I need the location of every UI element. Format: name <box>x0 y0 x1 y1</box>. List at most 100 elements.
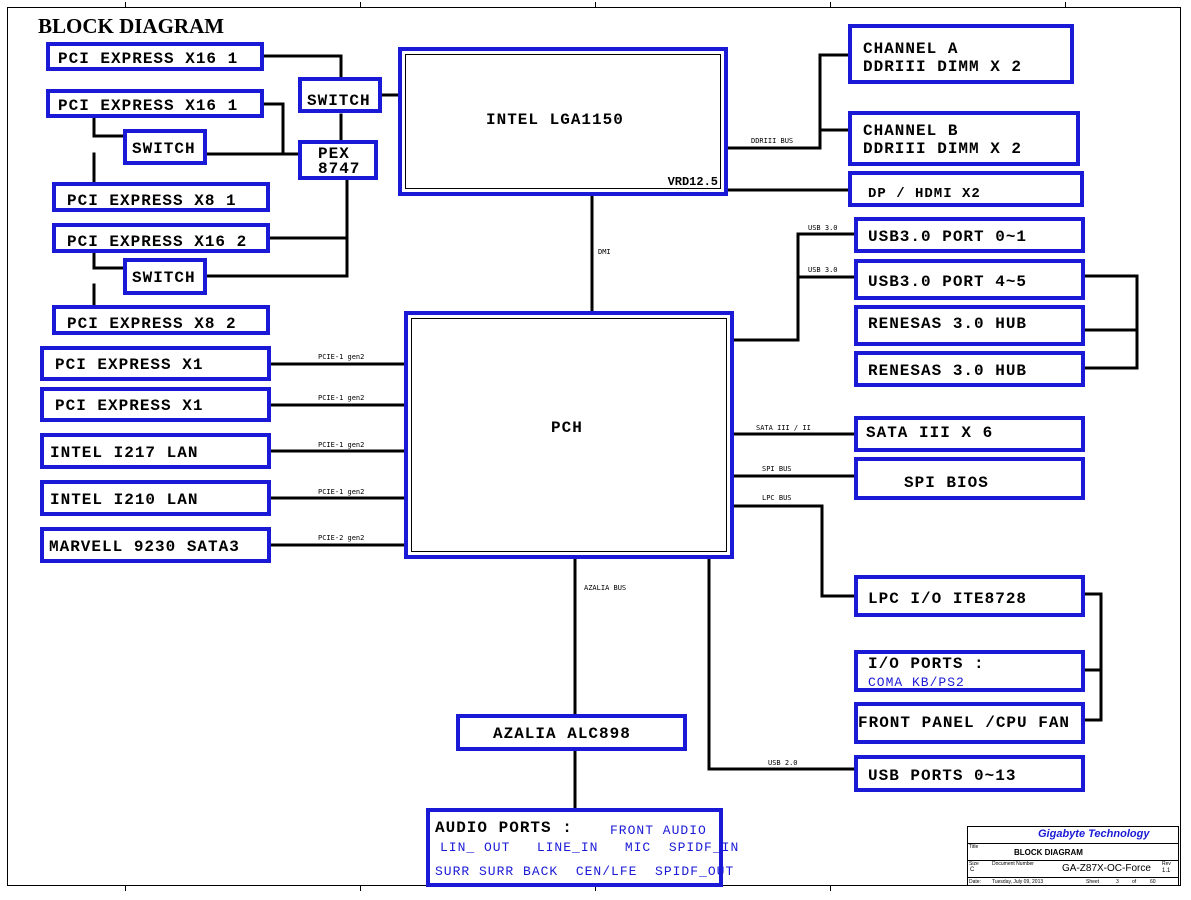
azalia-codec-label: AZALIA ALC898 <box>493 725 631 743</box>
sata-label: SATA III X 6 <box>866 424 994 442</box>
title-key: Title <box>969 844 979 850</box>
frame-tick <box>360 886 361 891</box>
pcie-x16-1a-box: PCI EXPRESS X16 1 <box>46 42 264 71</box>
title-row-divider <box>968 877 1178 878</box>
channel-b-line2: DDRIII DIMM X 2 <box>863 140 1023 158</box>
pch-block: PCH <box>404 311 734 559</box>
dp-hdmi-box: DP / HDMI X2 <box>848 171 1084 207</box>
intel-i210-lan-box: INTEL I210 LAN <box>40 480 271 516</box>
io-ports-box: I/O PORTS : COMA KB/PS2 <box>854 650 1085 692</box>
pcie-bus-label: PCIE-1 gen2 <box>318 394 365 402</box>
pcie-bus-label: PCIE-1 gen2 <box>318 488 365 496</box>
renesas-hub-1-label: RENESAS 3.0 HUB <box>868 315 1028 333</box>
channel-b-line1: CHANNEL B <box>863 122 959 140</box>
pcie-bus-label: PCIE-1 gen2 <box>318 441 365 449</box>
usb2-bus-label: USB 2.0 <box>768 759 798 767</box>
rev-key: Rev <box>1162 861 1171 867</box>
channel-a-line2: DDRIII DIMM X 2 <box>863 58 1023 76</box>
pcie-x1-a-label: PCI EXPRESS X1 <box>55 356 204 374</box>
channel-a-line1: CHANNEL A <box>863 40 959 58</box>
frame-tick <box>595 886 596 891</box>
sata-box: SATA III X 6 <box>854 416 1085 452</box>
pcie-x8-2-box: PCI EXPRESS X8 2 <box>52 305 270 335</box>
switch-bottom-label: SWITCH <box>132 269 196 287</box>
pcie-x8-1-label: PCI EXPRESS X8 1 <box>67 192 237 210</box>
renesas-hub-2-box: RENESAS 3.0 HUB <box>854 351 1085 387</box>
renesas-hub-2-label: RENESAS 3.0 HUB <box>868 362 1028 380</box>
io-ports-sub-label: COMA KB/PS2 <box>868 675 965 690</box>
doc-value: GA-Z87X-OC-Force <box>1062 863 1151 874</box>
usb3-port-4-5-box: USB3.0 PORT 4~5 <box>854 259 1085 300</box>
pcie-x16-1b-label: PCI EXPRESS X16 1 <box>58 97 239 115</box>
frame-tick <box>125 2 126 7</box>
pcie-x1-a-box: PCI EXPRESS X1 <box>40 346 271 381</box>
usb3-port-0-1-box: USB3.0 PORT 0~1 <box>854 217 1085 253</box>
title-block: Gigabyte Technology Title BLOCK DIAGRAM … <box>967 826 1179 886</box>
usb2-ports-label: USB PORTS 0~13 <box>868 767 1017 785</box>
marvell-9230-label: MARVELL 9230 SATA3 <box>49 538 240 556</box>
frame-tick <box>360 2 361 7</box>
usb3-port-0-1-label: USB3.0 PORT 0~1 <box>868 228 1028 246</box>
frame-tick <box>830 2 831 7</box>
usb2-ports-box: USB PORTS 0~13 <box>854 755 1085 792</box>
audio-ports-box: AUDIO PORTS : FRONT AUDIO LIN_ OUT LINE_… <box>426 808 738 887</box>
spi-bios-label: SPI BIOS <box>904 474 989 492</box>
pex-line2: 8747 <box>318 160 361 178</box>
sheet-value: 3 <box>1116 879 1119 885</box>
azalia-bus-label: AZALIA BUS <box>584 584 627 592</box>
rev-value: 1.1 <box>1162 868 1171 874</box>
lpc-bus-label: LPC BUS <box>762 494 792 502</box>
frame-tick <box>125 886 126 891</box>
date-key: Date: <box>969 879 981 885</box>
io-ports-label: I/O PORTS : <box>868 655 985 673</box>
title-row-divider <box>968 843 1178 844</box>
cpu-name: INTEL LGA1150 <box>486 111 624 129</box>
switch-top-box: SWITCH <box>298 77 382 113</box>
switch-mid-box: SWITCH <box>123 129 207 165</box>
size-value: C <box>970 867 975 873</box>
audio-ports-title: AUDIO PORTS : <box>435 819 573 837</box>
pcie-x16-1a-label: PCI EXPRESS X16 1 <box>58 50 239 68</box>
marvell-9230-box: MARVELL 9230 SATA3 <box>40 527 271 563</box>
frame-tick <box>1065 2 1066 7</box>
usb3-port-4-5-label: USB3.0 PORT 4~5 <box>868 273 1028 291</box>
pex-8747-box: PEX 8747 <box>298 140 378 180</box>
pcie-x1-b-box: PCI EXPRESS X1 <box>40 387 271 422</box>
pcie-x1-b-label: PCI EXPRESS X1 <box>55 397 204 415</box>
spi-bus-label: SPI BUS <box>762 465 792 473</box>
pcie-bus-label: PCIE-1 gen2 <box>318 353 365 361</box>
azalia-codec-box: AZALIA ALC898 <box>456 714 687 751</box>
front-panel-box: FRONT PANEL /CPU FAN <box>854 702 1085 744</box>
pch-inner-frame <box>411 318 727 552</box>
cpu-block: INTEL LGA1150 VRD12.5 <box>398 47 728 196</box>
channel-b-box: CHANNEL B DDRIII DIMM X 2 <box>848 111 1080 166</box>
audio-row3-label: SURR SURR BACK CEN/LFE SPIDF_OUT <box>435 864 735 879</box>
frame-tick <box>830 886 831 891</box>
frame-tick <box>595 2 596 7</box>
front-panel-label: FRONT PANEL /CPU FAN <box>858 714 1071 732</box>
intel-i217-lan-label: INTEL I217 LAN <box>50 444 199 462</box>
dp-hdmi-label: DP / HDMI X2 <box>868 186 981 202</box>
lpc-io-box: LPC I/O ITE8728 <box>854 575 1085 617</box>
title-value: BLOCK DIAGRAM <box>1014 848 1083 857</box>
size-key: Size <box>969 861 979 867</box>
pcie-bus-label: PCIE-2 gen2 <box>318 534 365 542</box>
sheet-total: 60 <box>1150 879 1156 885</box>
pcie-x16-2-label: PCI EXPRESS X16 2 <box>67 233 248 251</box>
sheet-key: Sheet <box>1086 879 1100 885</box>
pcie-x8-1-box: PCI EXPRESS X8 1 <box>52 182 270 212</box>
audio-row2-label: LIN_ OUT LINE_IN MIC SPIDF_IN <box>440 840 740 855</box>
pch-name: PCH <box>551 419 583 437</box>
pcie-x16-1b-box: PCI EXPRESS X16 1 <box>46 89 264 118</box>
renesas-hub-1-box: RENESAS 3.0 HUB <box>854 305 1085 346</box>
cpu-inner-frame <box>405 54 721 189</box>
date-value: Tuesday, July 09, 2013 <box>992 879 1044 885</box>
title-row-divider <box>968 860 1178 861</box>
audio-front-label: FRONT AUDIO <box>610 823 707 838</box>
spi-bios-box: SPI BIOS <box>854 457 1085 500</box>
intel-i210-lan-label: INTEL I210 LAN <box>50 491 199 509</box>
ddr-bus-label: DDRIII BUS <box>751 137 794 145</box>
usb3-bus-label: USB 3.0 <box>808 266 838 274</box>
pcie-x16-2-box: PCI EXPRESS X16 2 <box>52 223 270 253</box>
